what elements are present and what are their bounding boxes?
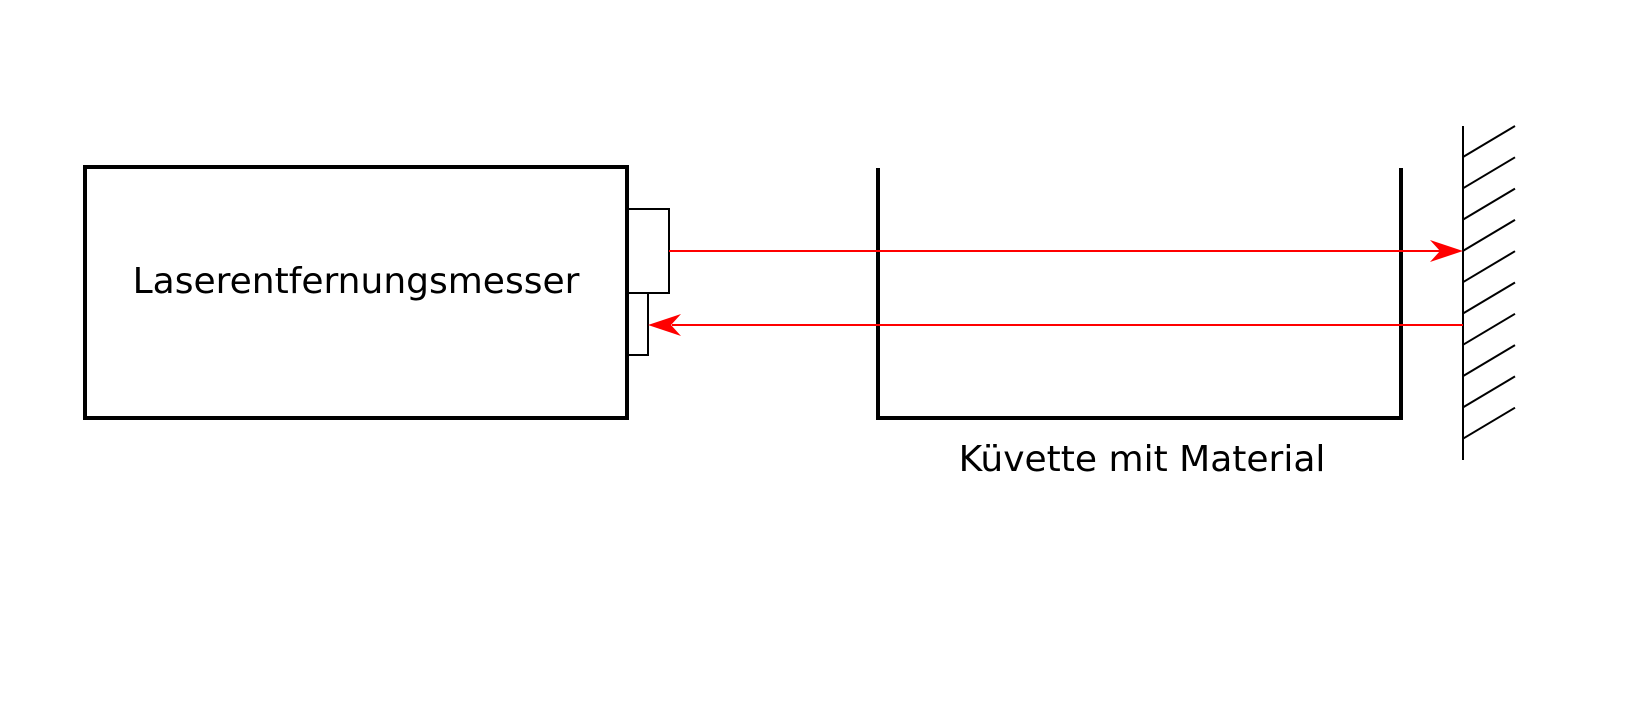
emitter-lens: [627, 208, 670, 294]
receiver-lens: [627, 292, 649, 356]
outgoing-beam: [669, 240, 1463, 262]
hatch-line: [1462, 125, 1516, 158]
return-beam: [648, 314, 1463, 336]
reflector-wall: [1462, 125, 1516, 460]
outgoing-beam-arrowhead: [1430, 240, 1463, 262]
wall-hatching: [1462, 125, 1516, 440]
hatch-line: [1462, 187, 1516, 221]
cuvette-walls: [876, 168, 1403, 420]
device-label: Laserentfernungsmesser: [133, 261, 580, 302]
hatch-line: [1462, 219, 1516, 252]
hatch-line: [1462, 250, 1516, 284]
hatch-line: [1462, 406, 1516, 440]
return-beam-arrowhead: [648, 314, 681, 336]
laser-rangefinder: Laserentfernungsmesser: [83, 165, 670, 420]
hatch-line: [1462, 281, 1516, 315]
hatch-line: [1462, 312, 1516, 346]
cuvette-label: Küvette mit Material: [959, 439, 1326, 480]
hatch-line: [1462, 156, 1516, 190]
cuvette: Küvette mit Material: [876, 168, 1403, 480]
hatch-line: [1462, 375, 1516, 409]
hatch-line: [1462, 344, 1516, 377]
